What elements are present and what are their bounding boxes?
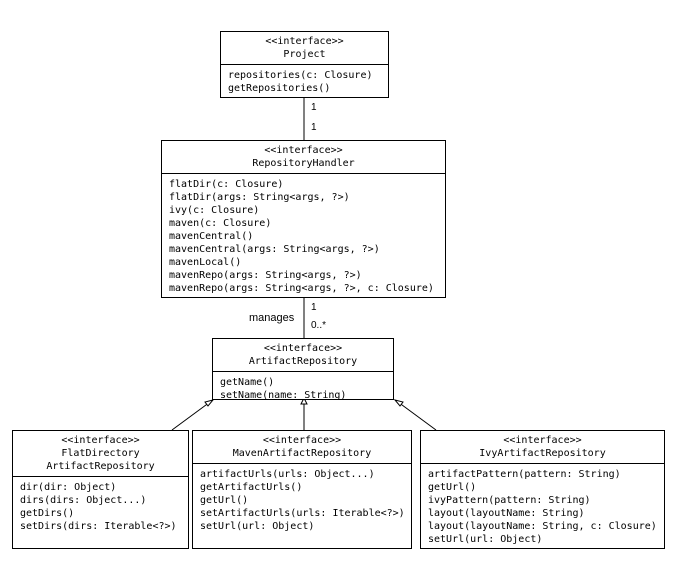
ivy-op: ivyPattern(pattern: String) xyxy=(428,495,591,506)
manages-label: manages xyxy=(249,312,295,324)
maven-op: setUrl(url: Object) xyxy=(200,521,315,532)
project-stereotype: <<interface>> xyxy=(265,36,344,47)
project-name: Project xyxy=(283,49,326,60)
flat-op: dir(dir: Object) xyxy=(20,482,117,493)
artifact-op: setName(name: String) xyxy=(220,390,347,401)
handler-stereotype: <<interface>> xyxy=(264,145,343,156)
handler-op: mavenLocal() xyxy=(169,257,242,268)
project-interface: <<interface>> Project repositories(c: Cl… xyxy=(220,31,389,98)
maven-op: getUrl() xyxy=(200,495,249,506)
maven-artifact-repository-interface: <<interface>> MavenArtifactRepository ar… xyxy=(192,430,412,549)
handler-op: mavenCentral() xyxy=(169,231,254,242)
handler-op: flatDir(c: Closure) xyxy=(169,179,284,190)
flat-name-line2: ArtifactRepository xyxy=(46,461,155,472)
ivy-op: getUrl() xyxy=(428,482,477,493)
artifact-repository-interface: <<interface>> ArtifactRepository getName… xyxy=(212,338,394,401)
flat-directory-interface: <<interface>> FlatDirectory ArtifactRepo… xyxy=(12,430,189,549)
handler-op: ivy(c: Closure) xyxy=(169,205,260,216)
artifact-name: ArtifactRepository xyxy=(248,356,358,367)
project-op: repositories(c: Closure) xyxy=(228,70,373,81)
repository-handler-interface: <<interface>> RepositoryHandler flatDir(… xyxy=(161,140,446,298)
flat-op: setDirs(dirs: Iterable<?>) xyxy=(20,521,177,532)
handler-op: mavenCentral(args: String<args, ?>) xyxy=(169,244,380,255)
maven-op: setArtifactUrls(urls: Iterable<?>) xyxy=(200,508,405,519)
ivy-op: layout(layoutName: String, c: Closure) xyxy=(428,521,657,532)
ivy-op: setUrl(url: Object) xyxy=(428,534,543,545)
maven-stereotype: <<interface>> xyxy=(262,435,342,446)
flat-stereotype: <<interface>> xyxy=(61,435,140,446)
ivy-op: artifactPattern(pattern: String) xyxy=(428,469,621,480)
project-multiplicity-top: 1 xyxy=(311,102,317,113)
maven-op: artifactUrls(urls: Object...) xyxy=(200,469,375,480)
project-op: getRepositories() xyxy=(228,83,331,94)
ivy-stereotype: <<interface>> xyxy=(503,435,582,446)
ivy-artifact-repository-interface: <<interface>> IvyArtifactRepository arti… xyxy=(420,430,665,549)
handler-multiplicity-top: 1 xyxy=(311,302,317,313)
flat-op: dirs(dirs: Object...) xyxy=(20,495,147,506)
artifact-stereotype: <<interface>> xyxy=(263,343,343,354)
handler-op: maven(c: Closure) xyxy=(169,218,272,229)
flat-name-line1: FlatDirectory xyxy=(61,448,140,459)
handler-name: RepositoryHandler xyxy=(252,158,355,169)
handler-op: flatDir(args: String<args, ?>) xyxy=(169,192,350,203)
handler-multiplicity-bottom: 0..* xyxy=(311,320,327,331)
maven-name: MavenArtifactRepository xyxy=(232,448,372,459)
ivy-name: IvyArtifactRepository xyxy=(479,448,606,459)
project-multiplicity-bottom: 1 xyxy=(311,122,317,133)
flat-op: getDirs() xyxy=(20,508,75,519)
maven-op: getArtifactUrls() xyxy=(200,482,303,493)
handler-op: mavenRepo(args: String<args, ?>, c: Clos… xyxy=(169,283,434,294)
artifact-op: getName() xyxy=(220,377,275,388)
handler-op: mavenRepo(args: String<args, ?>) xyxy=(169,270,362,281)
ivy-op: layout(layoutName: String) xyxy=(428,508,585,519)
